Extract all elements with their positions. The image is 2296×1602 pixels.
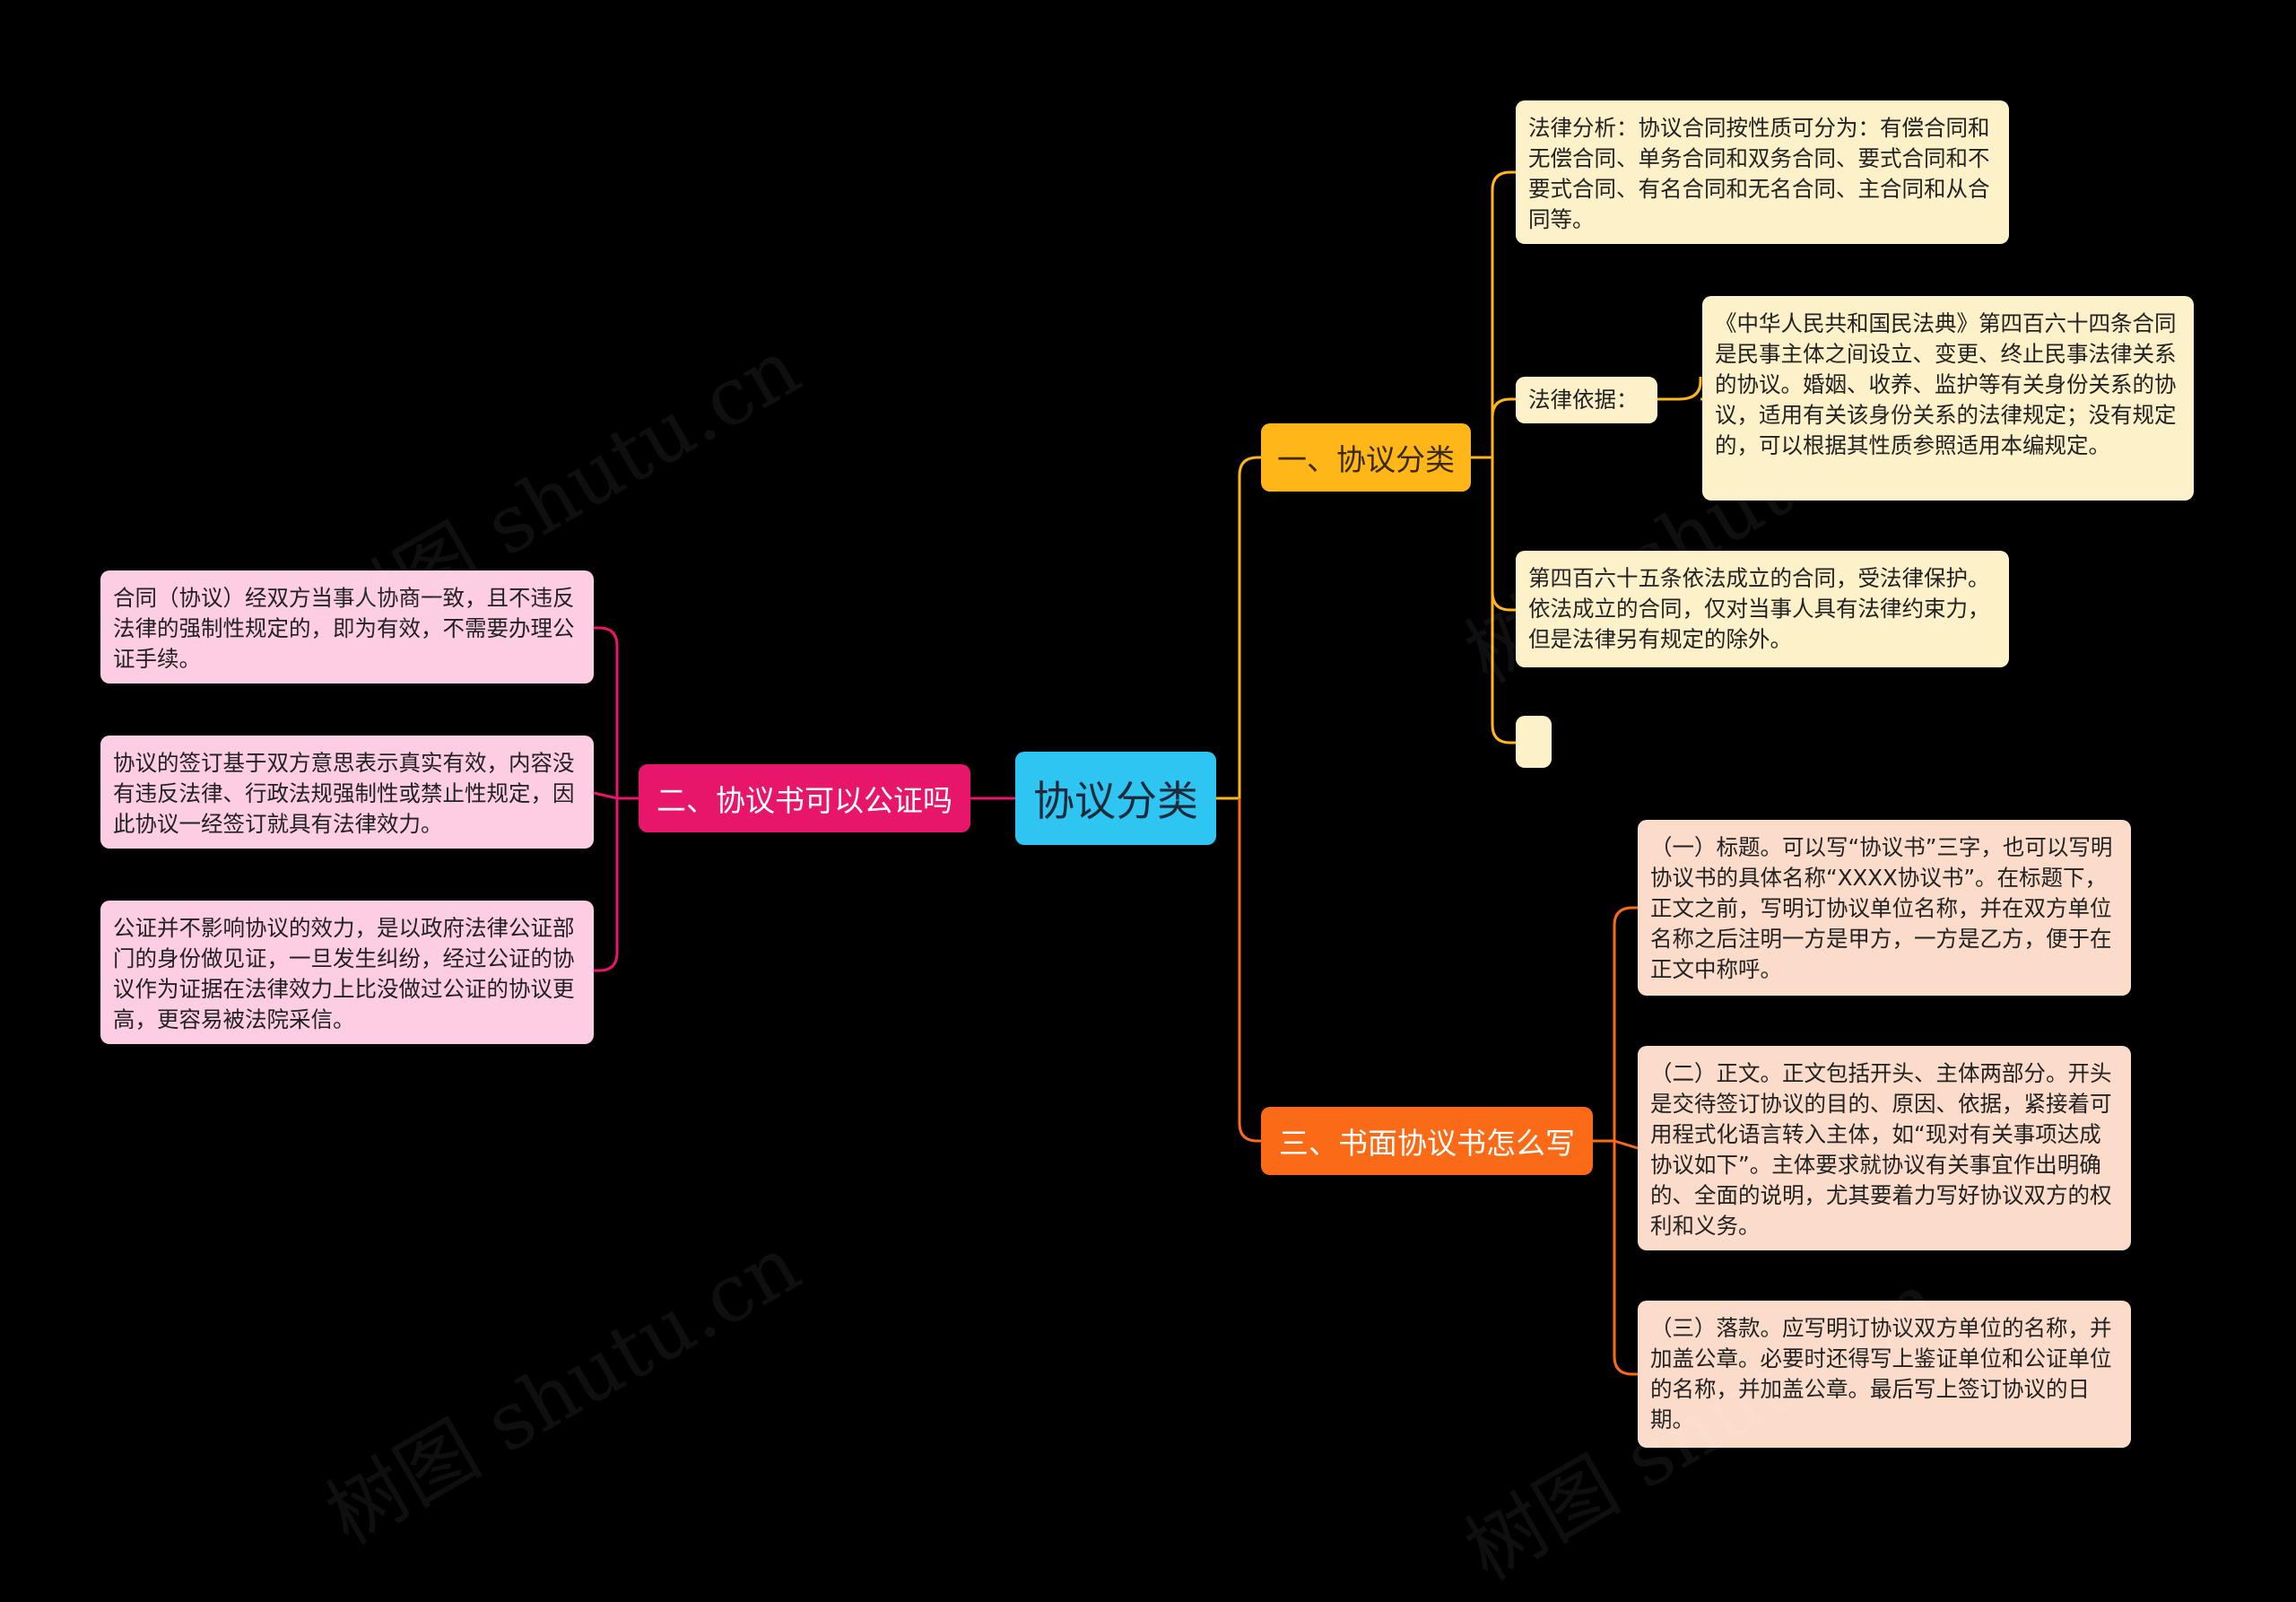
b1-basis-label[interactable]: 法律依据： (1516, 377, 1657, 423)
link-basis-text (1657, 377, 1702, 401)
b2-leaf-1[interactable]: 合同（协议）经双方当事人协商一致，且不违反法律的强制性规定的，即为有效，不需要办… (100, 570, 594, 683)
link-b2-leaf1 (594, 626, 619, 798)
connector-lines (593, 170, 1702, 1376)
link-b2-leaf3 (594, 798, 619, 972)
center-topic[interactable]: 协议分类 (1015, 752, 1216, 845)
b1-basis-text[interactable]: 《中华人民共和国民法典》第四百六十四条合同是民事主体之间设立、变更、终止民事法律… (1702, 296, 2194, 501)
mind-map: 协议分类 一、协议分类 法律分析：协议合同按性质可分为：有偿合同和无偿合同、单务… (100, 100, 2194, 1598)
b2-leaf-3[interactable]: 公证并不影响协议的效力，是以政府法律公证部门的身份做见证，一旦发生纠纷，经过公证… (100, 901, 594, 1044)
link-b3-leaf1 (1613, 906, 1638, 1141)
link-center-b3 (1238, 798, 1261, 1143)
branch-3-topic[interactable]: 三、书面协议书怎么写 (1261, 1107, 1593, 1175)
b3-leaf-2[interactable]: （二）正文。正文包括开头、主体两部分。开头是交待签订协议的目的、原因、依据，紧接… (1638, 1046, 2131, 1250)
link-b1-art465 (1491, 457, 1516, 612)
link-b3-leaf2 (1613, 1139, 1639, 1150)
link-b1-empty (1491, 592, 1516, 744)
b3-leaf-1[interactable]: （一）标题。可以写“协议书”三字，也可以写明协议书的具体名称“XXXX协议书”。… (1638, 820, 2131, 996)
link-b3-leaf3 (1613, 1141, 1638, 1376)
branch-1-topic[interactable]: 一、协议分类 (1261, 423, 1471, 492)
link-center-b1 (1216, 456, 1261, 800)
b3-leaf-3[interactable]: （三）落款。应写明订协议双方单位的名称，并加盖公章。必要时还得写上鉴证单位和公证… (1638, 1301, 2131, 1448)
b1-empty-node[interactable] (1516, 716, 1552, 768)
b1-analysis-note[interactable]: 法律分析：协议合同按性质可分为：有偿合同和无偿合同、单务合同和双务合同、要式合同… (1516, 100, 2009, 244)
link-b2-leaf2 (593, 791, 618, 800)
b2-leaf-2[interactable]: 协议的签订基于双方意思表示真实有效，内容没有违反法律、行政法规强制性或禁止性规定… (100, 736, 594, 849)
link-b1-analysis (1491, 170, 1516, 457)
branch-2-topic[interactable]: 二、协议书可以公证吗 (639, 764, 970, 832)
b1-art465-note[interactable]: 第四百六十五条依法成立的合同，受法律保护。依法成立的合同，仅对当事人具有法律约束… (1516, 551, 2009, 667)
link-b1-basis (1491, 397, 1516, 457)
